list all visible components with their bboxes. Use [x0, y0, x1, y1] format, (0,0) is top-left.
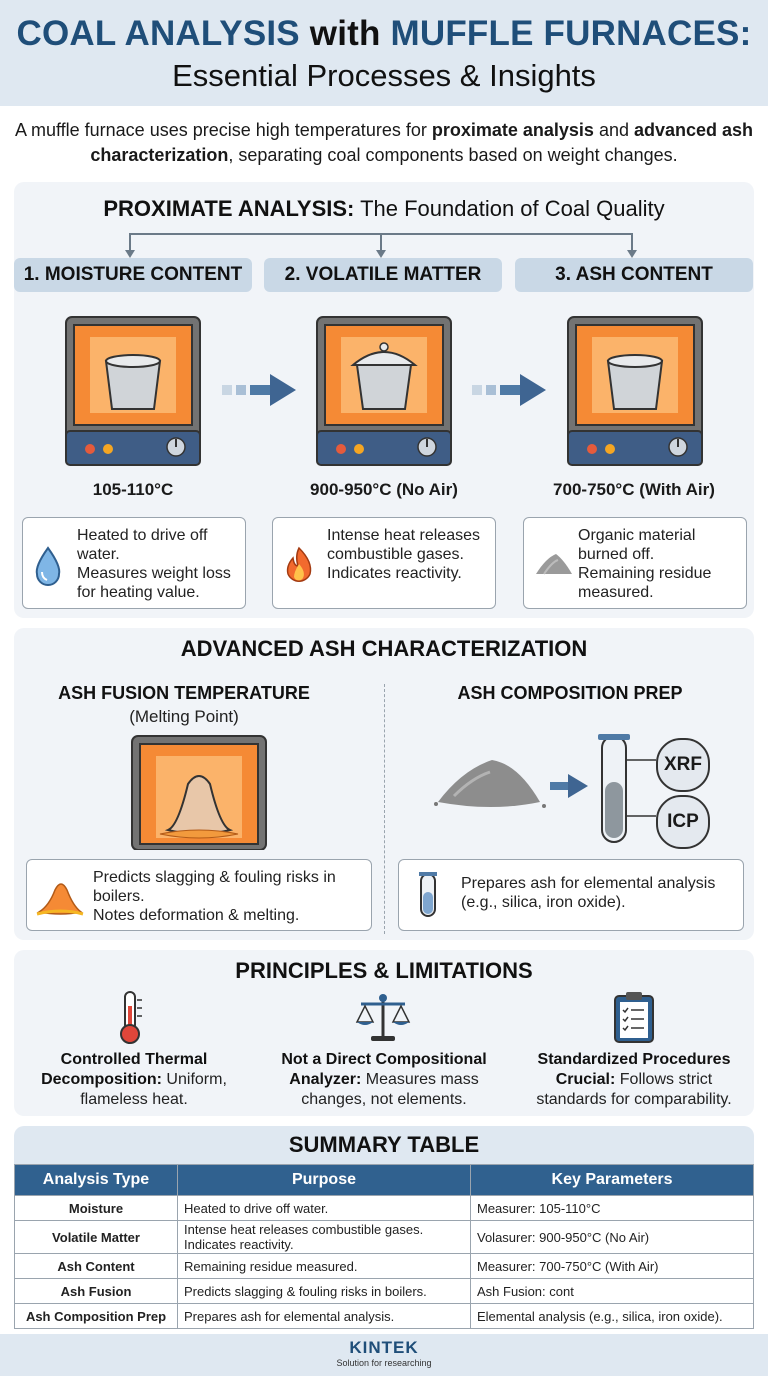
clipboard-checklist-icon: [614, 992, 654, 1043]
muffle-furnace-icon: [65, 316, 201, 466]
principle-standards: Standardized Procedures Crucial: Follows…: [524, 1050, 744, 1110]
table-header-cell: Analysis Type: [14, 1164, 178, 1196]
table-cell: Intense heat releases combustible gases.…: [177, 1220, 471, 1254]
step-line: Measures weight loss for heating value.: [77, 565, 231, 601]
footer: KINTEK Solution for researching: [0, 1334, 768, 1376]
temperature-ash: 700-750°C (With Air): [553, 480, 715, 499]
table-cell: Ash Fusion: [14, 1278, 178, 1304]
table-cell: Ash Fusion: cont: [470, 1278, 754, 1304]
principle-thermal: Controlled Thermal Decomposition: Unifor…: [24, 1050, 244, 1110]
step-card-volatile: Intense heat releases combustible gases.…: [272, 517, 496, 609]
flame-icon: [286, 546, 312, 582]
scales-icon: [355, 994, 411, 1041]
test-tube-icon: [419, 872, 437, 917]
intro-part: , separating coal components based on we…: [228, 145, 678, 165]
ash-to-test-tube-diagram: [434, 734, 656, 843]
ash-pile-icon: [536, 554, 572, 575]
intro-bold: advanced ash characterization: [90, 120, 754, 165]
summary-table: Analysis Type Purpose Key Parameters Moi…: [14, 1164, 754, 1329]
water-drop-icon: [35, 546, 61, 586]
step-line: Indicates reactivity.: [327, 565, 462, 582]
fusion-card: Predicts slagging & fouling risks in boi…: [26, 859, 372, 931]
table-cell: Elemental analysis (e.g., silica, iron o…: [470, 1303, 754, 1329]
main-title: COAL ANALYSIS with MUFFLE FURNACES:: [0, 14, 768, 54]
table-cell: Prepares ash for elemental analysis.: [177, 1303, 471, 1329]
summary-header-band: [14, 1126, 754, 1164]
step-line: Remaining residue measured.: [578, 565, 712, 601]
principle-rest: Uniform, flameless heat.: [80, 1071, 227, 1108]
composition-card: Prepares ash for elemental analysis (e.g…: [398, 859, 744, 931]
fusion-line: Notes deformation & melting.: [93, 907, 300, 924]
step-line: Organic material burned off.: [578, 527, 696, 563]
title-part-1: COAL ANALYSIS: [16, 14, 300, 53]
principle-bold: Controlled Thermal Decomposition:: [41, 1051, 208, 1088]
step-card-ash: Organic material burned off.Remaining re…: [523, 517, 747, 609]
principle-analyzer: Not a Direct Compositional Analyzer: Mea…: [274, 1050, 494, 1110]
fusion-line: Predicts slagging & fouling risks in boi…: [93, 869, 336, 905]
brand-tagline: Solution for researching: [336, 1358, 432, 1368]
table-cell: Ash Composition Prep: [14, 1303, 178, 1329]
composition-line: Prepares ash for elemental analysis (e.g…: [461, 875, 716, 911]
proximate-title-bold: PROXIMATE ANALYSIS:: [103, 196, 355, 221]
table-cell: Measurer: 105-110°C: [470, 1195, 754, 1221]
table-cell: Measurer: 700-750°C (With Air): [470, 1253, 754, 1279]
main-subtitle: Essential Processes & Insights: [172, 58, 596, 93]
summary-title: SUMMARY TABLE: [288, 1132, 480, 1157]
principle-bold: Standardized Procedures Crucial:: [537, 1051, 731, 1088]
icp-badge: ICP: [656, 795, 710, 849]
principle-rest: Follows strict standards for comparabili…: [536, 1071, 732, 1108]
fusion-subheading: (Melting Point): [129, 707, 239, 726]
fusion-heading: ASH FUSION TEMPERATURE: [58, 683, 310, 703]
intro-text: A muffle furnace uses precise high tempe…: [10, 118, 758, 168]
table-cell: Volatile Matter: [14, 1220, 178, 1254]
molten-cone-icon: [36, 883, 84, 916]
step-line: Heated to drive off water.: [77, 527, 208, 563]
table-cell: Heated to drive off water.: [177, 1195, 471, 1221]
step-label-moisture: 1. MOISTURE CONTENT: [14, 258, 252, 292]
intro-part: A muffle furnace uses precise high tempe…: [14, 120, 432, 140]
step-label-ash: 3. ASH CONTENT: [515, 258, 753, 292]
step-line: Intense heat releases combustible gases.: [327, 527, 480, 563]
principle-rest: Measures mass changes, not elements.: [301, 1071, 479, 1108]
muffle-furnace-icon: [567, 316, 703, 466]
xrf-badge: XRF: [656, 738, 710, 792]
thermometer-icon: [120, 991, 142, 1044]
proximate-title-rest: The Foundation of Coal Quality: [354, 196, 665, 221]
header-banner: COAL ANALYSIS with MUFFLE FURNACES: Esse…: [0, 0, 768, 106]
table-cell: Predicts slagging & fouling risks in boi…: [177, 1278, 471, 1304]
intro-bold: proximate analysis: [431, 120, 594, 140]
muffle-furnace-icon: [316, 316, 452, 466]
principle-bold: Not a Direct Compositional Analyzer:: [281, 1051, 487, 1088]
composition-heading: ASH COMPOSITION PREP: [457, 683, 683, 703]
table-header-cell: Purpose: [177, 1164, 471, 1196]
title-part-3: MUFFLE FURNACES:: [390, 14, 752, 53]
right-arrow-icon: [472, 374, 546, 406]
right-arrow-icon: [222, 374, 296, 406]
temperature-volatile: 900-950°C (No Air): [310, 480, 458, 499]
section-divider: [384, 684, 385, 934]
table-cell: Ash Content: [14, 1253, 178, 1279]
principles-title: PRINCIPLES & LIMITATIONS: [235, 958, 533, 983]
table-cell: Remaining residue measured.: [177, 1253, 471, 1279]
advanced-title: ADVANCED ASH CHARACTERIZATION: [180, 636, 588, 661]
step-card-moisture: Heated to drive off water.Measures weigh…: [22, 517, 246, 609]
connector-lines: [125, 233, 637, 258]
temperature-moisture: 105-110°C: [92, 480, 174, 499]
table-header-cell: Key Parameters: [470, 1164, 754, 1196]
table-cell: Moisture: [14, 1195, 178, 1221]
step-label-volatile: 2. VOLATILE MATTER: [264, 258, 502, 292]
proximate-title: PROXIMATE ANALYSIS: The Foundation of Co…: [0, 196, 768, 222]
ash-fusion-furnace-icon: [131, 735, 267, 850]
brand-logo: KINTEK: [349, 1338, 419, 1357]
title-part-2: with: [309, 14, 381, 53]
intro-part: and: [593, 120, 634, 140]
table-header-row: Analysis Type Purpose Key Parameters: [14, 1164, 754, 1196]
table-cell: Volasurer: 900-950°C (No Air): [470, 1220, 754, 1254]
